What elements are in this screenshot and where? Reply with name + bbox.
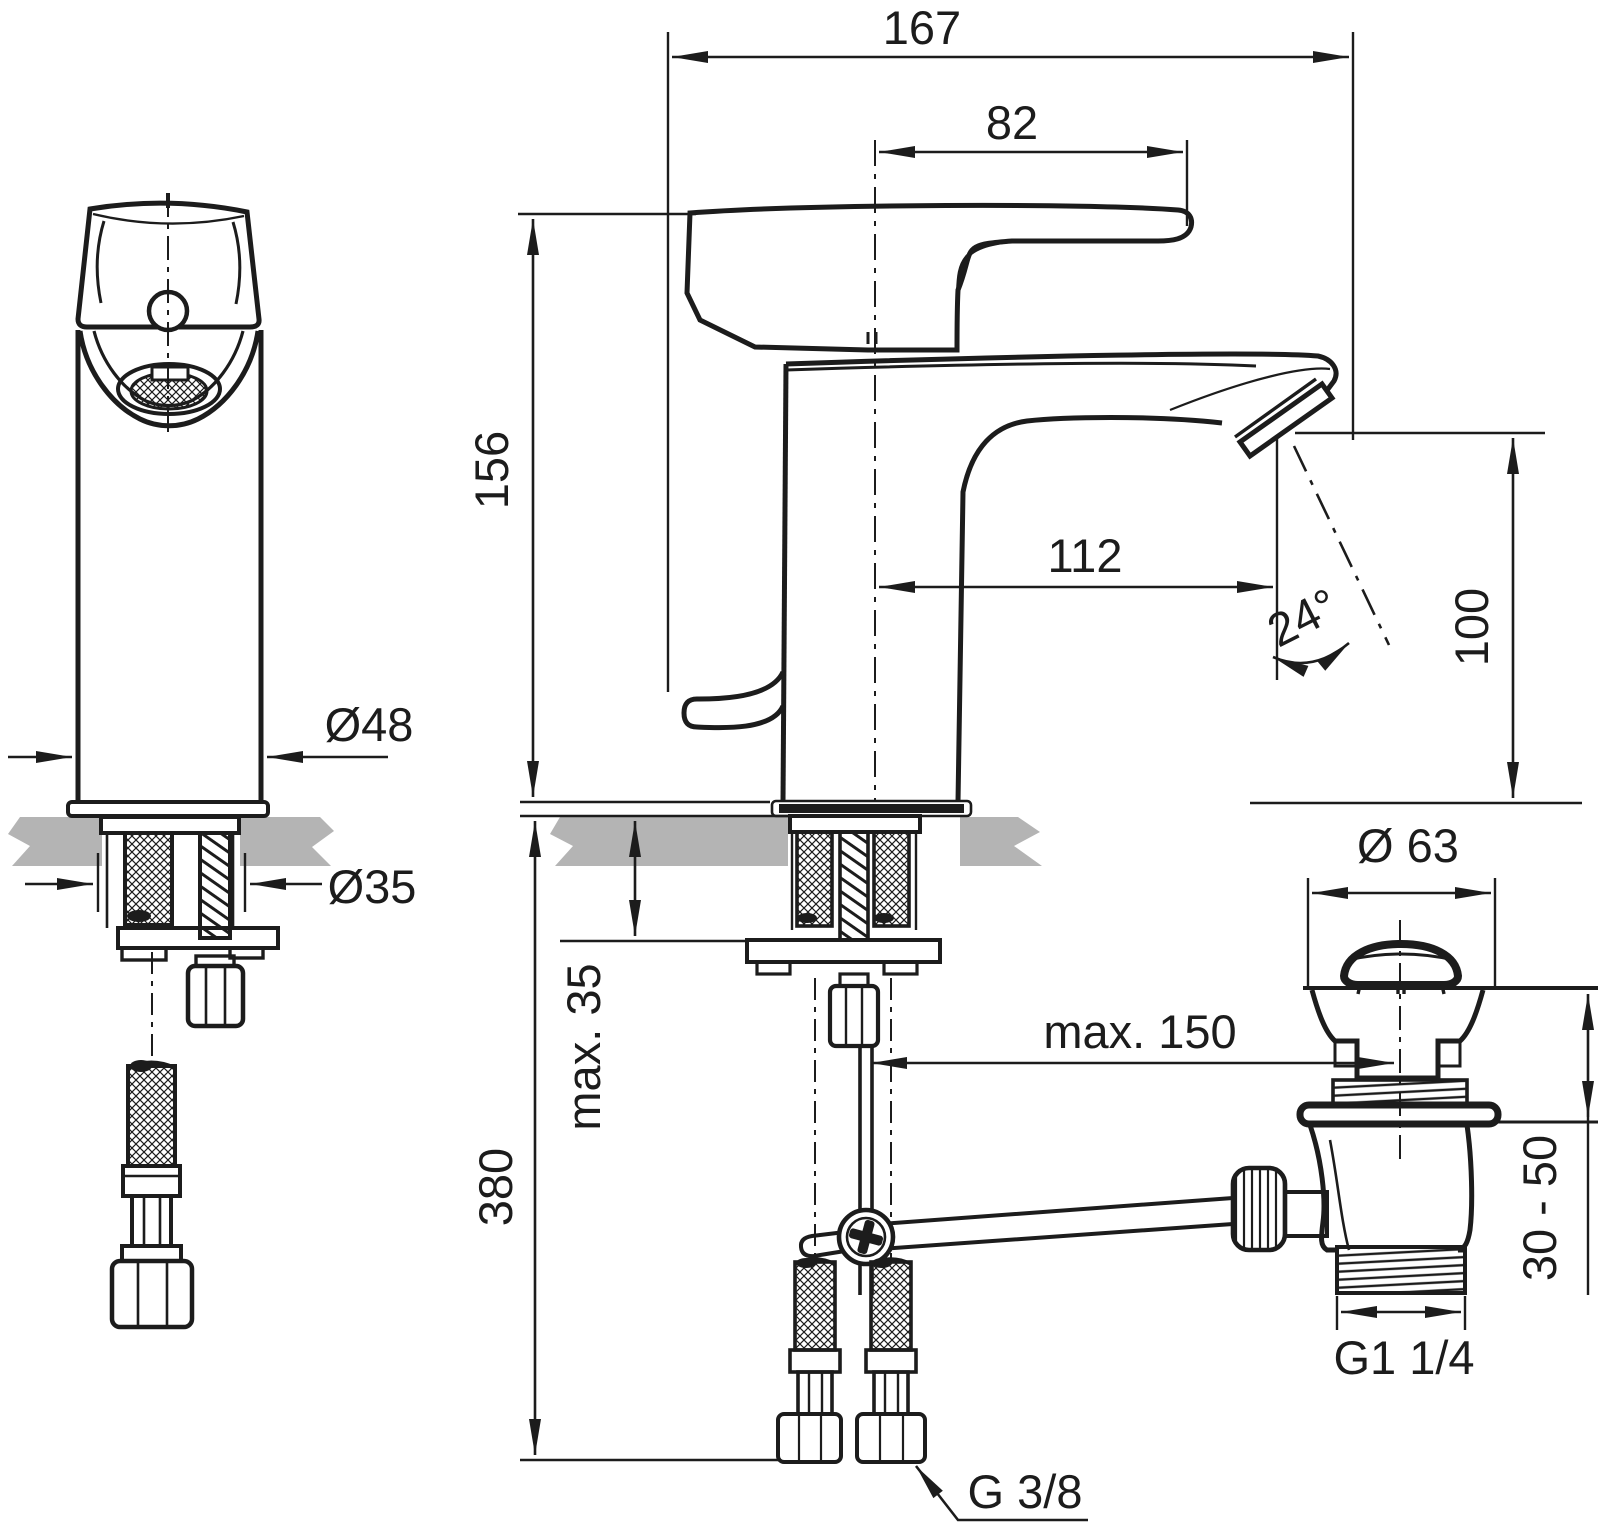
waste-valve-view: Ø 63 max. 150 30 - 50 G1 1/4 [871, 819, 1598, 1384]
dimension-hose-length: 380 [469, 821, 778, 1462]
flexible-hose-front [109, 1060, 195, 1330]
base-gasket [779, 804, 964, 813]
dimension-body-height: 156 [465, 212, 770, 804]
spout-aerator-face [1236, 380, 1336, 460]
waste-outlet-thread [1335, 1245, 1467, 1295]
waste-lower-body [1307, 1124, 1475, 1253]
supply-hose-side-left [795, 830, 834, 928]
dimension-max-rod-offset: max. 150 [871, 1005, 1394, 1069]
dimension-supply-thread: G 3/8 [914, 1465, 1088, 1522]
dimension-max-deck-thickness: max. 35 [520, 814, 788, 1131]
dim-label-waste-height-range: 30 - 50 [1513, 1135, 1566, 1281]
dim-label-supply-thread: G 3/8 [968, 1465, 1083, 1518]
drain-pull-lever [681, 670, 786, 731]
dim-label-hose-length: 380 [469, 1148, 522, 1226]
dimension-waste-height-range: 30 - 50 [1513, 994, 1594, 1295]
counter-left-side [550, 817, 788, 866]
dimension-outlet-height: 100 [1250, 431, 1582, 805]
dim-label-max-deck-thickness: max. 35 [557, 963, 610, 1130]
mounting-washer-side [745, 938, 942, 964]
mounting-nut-front [185, 963, 246, 1029]
supply-hoses-bottom [776, 1257, 927, 1464]
mixer-handle-side [684, 202, 1195, 353]
dim-label-spout-projection: 112 [1048, 529, 1123, 582]
handle-knob [75, 200, 262, 330]
base-plate-front [66, 800, 270, 818]
dim-label-outlet-height: 100 [1445, 588, 1498, 666]
waste-upper-body [1309, 989, 1486, 1081]
spout-underside [955, 415, 1223, 803]
supply-hose-side-right [872, 830, 911, 928]
waste-knurled-knob [1230, 1165, 1288, 1253]
dimension-spout-projection: 112 [879, 529, 1273, 593]
counter-right-front [240, 817, 334, 866]
dim-label-waste-outlet-thread: G1 1/4 [1333, 1331, 1474, 1384]
dimension-spout-angle: 24° [1259, 435, 1391, 680]
dim-label-body-height: 156 [465, 431, 518, 509]
mounting-washer-front [116, 926, 280, 950]
dimension-body-diameter: Ø48 [8, 698, 414, 763]
dim-label-hole-diameter: Ø35 [328, 860, 417, 913]
threaded-stud-side [838, 830, 870, 942]
dimension-handle-projection: 82 [879, 96, 1189, 226]
dimension-waste-outlet-thread: G1 1/4 [1333, 1296, 1475, 1384]
dim-label-overall-depth: 167 [883, 1, 961, 54]
counter-right-side [960, 817, 1042, 866]
dim-label-body-diameter: Ø48 [325, 698, 414, 751]
dim-label-handle-projection: 82 [986, 96, 1038, 149]
counter-left-front [8, 817, 102, 866]
dimension-overall-depth: 167 [666, 1, 1355, 692]
dim-label-waste-plug-diameter: Ø 63 [1357, 819, 1459, 872]
front-view: Ø48 Ø35 [8, 193, 416, 1330]
dim-label-max-rod-offset: max. 150 [1043, 1005, 1236, 1058]
dimension-hole-diameter: Ø35 [25, 853, 416, 913]
dim-label-spout-angle: 24° [1259, 578, 1346, 657]
aerator-tab [150, 365, 190, 382]
dimension-waste-plug-diameter: Ø 63 [1306, 819, 1497, 986]
threaded-stud-front [198, 831, 232, 940]
mounting-nut-side [827, 983, 881, 1049]
supply-hose-front [123, 831, 174, 927]
